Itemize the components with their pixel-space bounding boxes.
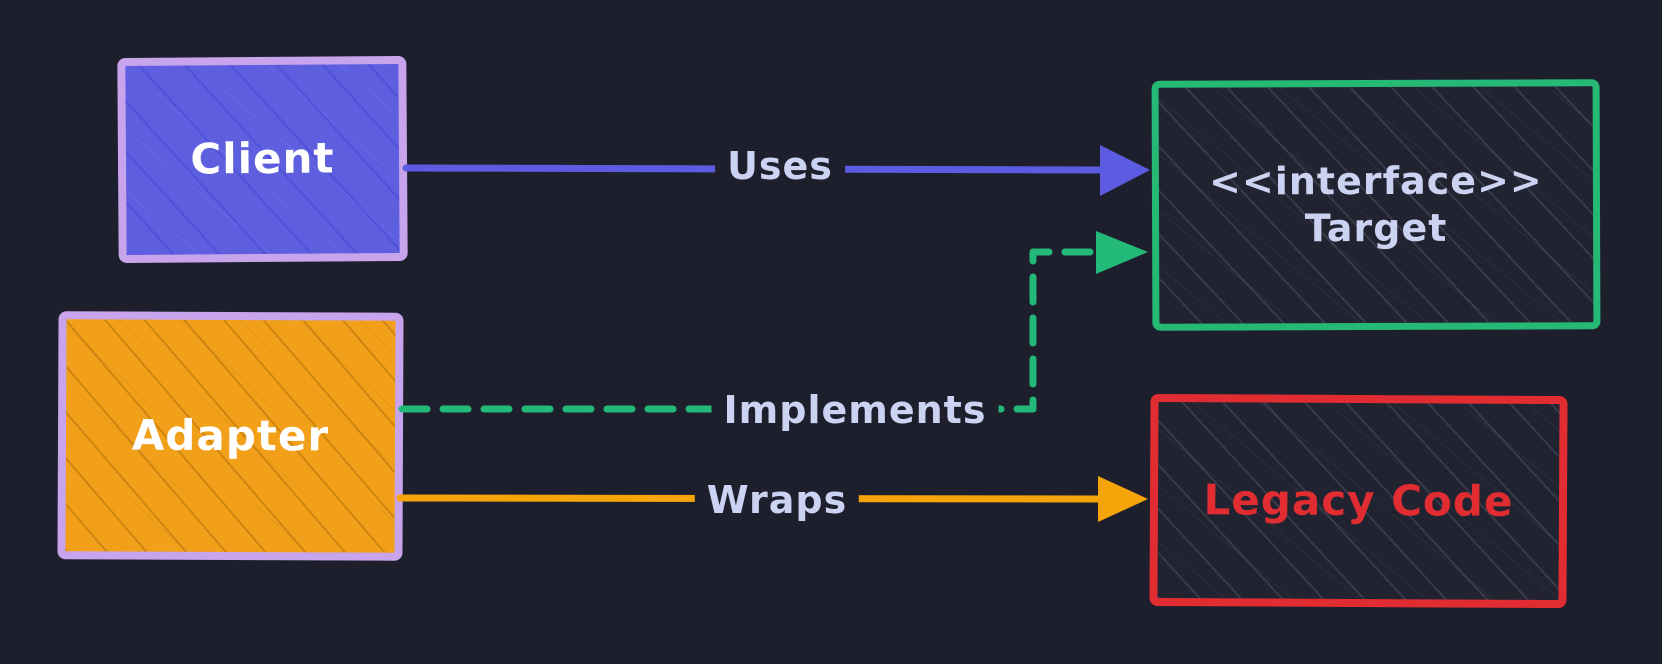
node-client: Client: [117, 55, 408, 264]
node-target-label: Target: [1304, 205, 1448, 251]
node-adapter: Adapter: [57, 311, 404, 561]
node-target-stereotype: <<interface>>: [1209, 157, 1543, 204]
node-legacy-code-label: Legacy Code: [1203, 474, 1514, 526]
edge-label-wraps: Wraps: [694, 476, 860, 524]
edge-implements: [398, 231, 1148, 413]
node-client-label: Client: [190, 133, 335, 184]
edge-label-uses: Uses: [715, 142, 845, 190]
node-legacy-code: Legacy Code: [1149, 393, 1568, 609]
implements-arrowhead-icon: [1096, 231, 1148, 274]
node-target: <<interface>> Target: [1151, 79, 1601, 331]
edge-label-implements: Implements: [711, 386, 999, 434]
wraps-arrowhead-icon: [1098, 476, 1148, 522]
uses-arrowhead-icon: [1100, 145, 1150, 196]
node-adapter-label: Adapter: [131, 410, 330, 461]
